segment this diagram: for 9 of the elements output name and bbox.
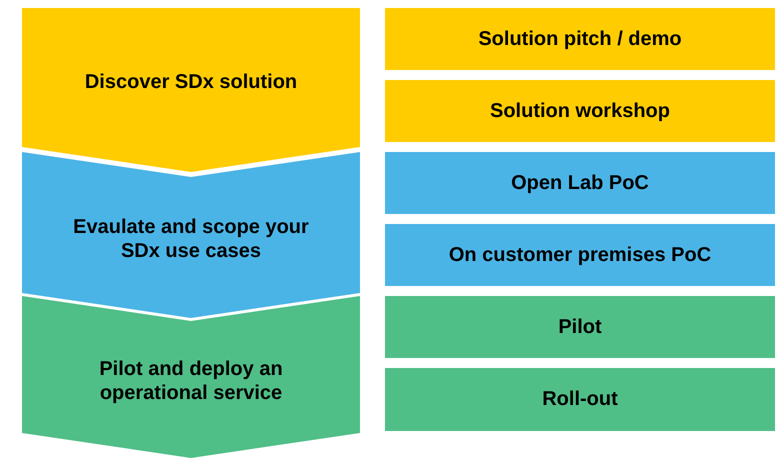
stage-label: Discover SDx solution [84, 70, 298, 94]
activity-box: On customer premises PoC [385, 224, 775, 286]
activity-box: Solution pitch / demo [385, 8, 775, 70]
stage-label: Evaulate and scope your SDx use cases [72, 215, 310, 263]
activity-box: Solution workshop [385, 80, 775, 142]
stage-label: Pilot and deploy an operational service [98, 357, 284, 405]
activity-box: Roll-out [385, 368, 775, 431]
activity-box: Pilot [385, 296, 775, 358]
activity-box: Open Lab PoC [385, 152, 775, 214]
